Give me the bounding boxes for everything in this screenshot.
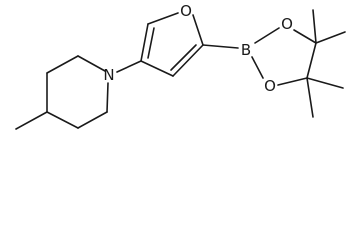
piperidine-ring [46,55,109,129]
bond-c5-c4-furan-double [170,44,197,71]
bond-c-c [306,42,317,79]
bond-methyl-bottom-down [306,77,314,118]
furan-ring [140,12,204,77]
tetramethyl-groups [306,9,346,118]
bond-methyl [15,111,48,130]
bond-o-c5-furan [192,14,204,46]
chemical-structure: O N B O O [15,2,346,130]
atom-labels: O N B O O [103,2,293,95]
bond-b-o-bottom [251,56,264,79]
nitrogen-label: N [103,66,114,84]
bond-b-o-top [254,27,280,44]
bond-methyl-bottom-right [306,77,344,89]
bond-c3-c2-furan [140,23,149,62]
dioxaborolane-ring [251,27,317,86]
bond-o-top-c [293,29,317,44]
bond-c4-c5 [46,111,79,129]
bond-c5-b [202,44,239,49]
bond-c6-n [106,82,109,113]
bond-c3-c2-furan-double [147,27,155,59]
dioxaborolane-oxygen-bottom-label: O [264,77,276,95]
dioxaborolane-oxygen-top-label: O [281,15,293,33]
bond-methyl-top-right [315,31,346,44]
bond-o-bottom-c [277,77,308,86]
bond-c2-o-furan [147,12,179,25]
bond-methyl-top-up [312,9,317,44]
bond-c4-c3-furan [140,60,174,77]
bond-n-furan [116,60,142,73]
bond-n-c2 [77,55,106,72]
bond-c5-c6 [77,111,108,129]
bond-c2-c3 [46,55,79,74]
ring-oxygen-label: O [180,2,192,20]
bond-c5-c4-furan [172,44,204,77]
boron-label: B [241,41,251,59]
